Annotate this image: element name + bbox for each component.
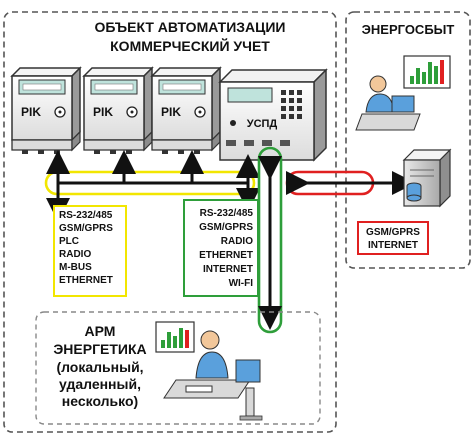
arm-caption: АРМ ЭНЕРГЕТИКА (локальный, удаленный, не… xyxy=(53,323,146,409)
uspd-interface-item: INTERNET xyxy=(203,264,253,275)
keypad xyxy=(281,90,302,119)
arm-workstation-icon xyxy=(155,321,263,421)
energosbyt-link-item: INTERNET xyxy=(368,240,418,251)
arm-line: ЭНЕРГЕТИКА xyxy=(53,341,146,357)
uspd-controller: УСПД xyxy=(218,68,328,162)
energosbyt-links-box xyxy=(357,221,429,255)
uspd-interface-item: RS-232/485 xyxy=(200,208,254,219)
meter-interface-item: M-BUS xyxy=(59,262,92,273)
meter-bus-loop xyxy=(44,170,256,196)
meter-interfaces-box xyxy=(53,205,127,297)
uspd-interfaces-list: RS-232/485 GSM/GPRS RADIO ETHERNET INTER… xyxy=(199,208,253,289)
automation-title-line1: ОБЪЕКТ АВТОМАТИЗАЦИИ xyxy=(95,19,286,35)
automation-object-frame xyxy=(3,11,337,433)
energosbyt-frame xyxy=(345,11,471,269)
meter-interface-item: RS-232/485 xyxy=(59,210,113,221)
arm-line: несколько) xyxy=(62,393,138,409)
meter-label: PIK xyxy=(21,105,41,119)
energosbyt-title: ЭНЕРГОСБЫТ xyxy=(362,22,455,37)
arm-line: АРМ xyxy=(85,323,116,339)
meter-interface-item: GSM/GPRS xyxy=(59,223,113,234)
meter-3: PIK xyxy=(150,66,222,154)
arm-frame xyxy=(35,311,321,425)
meter-interface-item: ETHERNET xyxy=(59,275,113,286)
meter-interface-item: RADIO xyxy=(59,249,91,260)
meter-interface-item: PLC xyxy=(59,236,79,247)
arm-line: удаленный, xyxy=(59,376,141,392)
uspd-interface-item: GSM/GPRS xyxy=(199,222,253,233)
meter-label: PIK xyxy=(161,105,181,119)
uspd-interface-item: ETHERNET xyxy=(199,250,253,261)
operator-workstation-icon xyxy=(355,55,451,131)
server-icon xyxy=(402,148,452,208)
meter-2: PIK xyxy=(82,66,154,154)
meter-interfaces-list: RS-232/485 GSM/GPRS PLC RADIO M-BUS ETHE… xyxy=(59,210,113,286)
meter-1: PIK xyxy=(10,66,82,154)
uspd-interface-item: WI-FI xyxy=(229,278,254,289)
meter-label: PIK xyxy=(93,105,113,119)
meter-bus-arrows xyxy=(46,150,260,222)
uspd-interfaces-box xyxy=(183,199,259,297)
uspd-label: УСПД xyxy=(247,118,278,130)
energosbyt-link-item: GSM/GPRS xyxy=(366,227,420,238)
arm-line: (локальный, xyxy=(56,359,143,375)
automation-title-line2: КОММЕРЧЕСКИЙ УЧЕТ xyxy=(110,37,270,54)
uspd-interface-item: RADIO xyxy=(221,236,253,247)
